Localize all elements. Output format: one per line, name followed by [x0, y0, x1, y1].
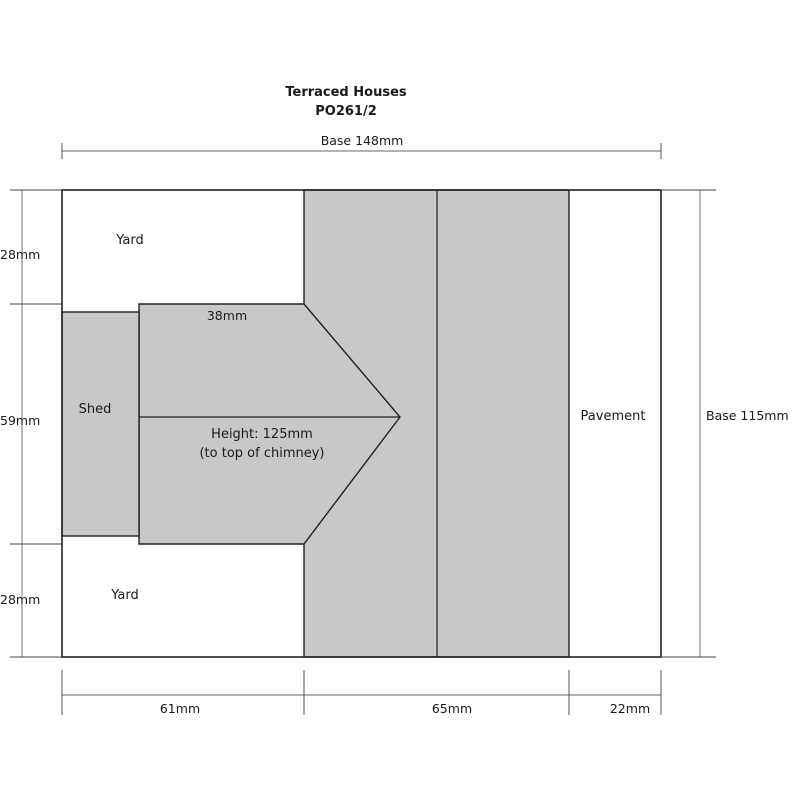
pavement-label: Pavement: [581, 409, 646, 424]
yard-bottom-label: Yard: [110, 588, 139, 603]
right-dimension: Base 115mm: [662, 189, 789, 658]
shed-label: Shed: [79, 402, 112, 417]
extension-width-label: 38mm: [207, 308, 247, 323]
base-depth-label: Base 115mm: [706, 408, 789, 423]
middle-depth-label: 59mm: [0, 413, 40, 428]
height-label: Height: 125mm: [211, 427, 313, 442]
base-width-label: Base 148mm: [321, 133, 404, 148]
product-code: PO261/2: [315, 104, 377, 119]
yard-top-depth-label: 28mm: [0, 247, 40, 262]
yard-bottom-depth-label: 28mm: [0, 592, 40, 607]
shed: [61, 311, 140, 537]
center-width-label: 65mm: [432, 701, 472, 716]
top-dimension: Base 148mm: [61, 133, 662, 159]
right-width-label: 22mm: [610, 701, 650, 716]
left-dimension: 28mm 59mm 28mm: [0, 189, 62, 658]
yard-top-label: Yard: [115, 233, 144, 248]
height-note-label: (to top of chimney): [199, 446, 324, 461]
diagram-title: Terraced Houses: [285, 85, 407, 100]
left-width-label: 61mm: [160, 701, 200, 716]
base-outline: [61, 189, 662, 658]
bottom-dimension: 61mm 65mm 22mm: [61, 670, 662, 716]
